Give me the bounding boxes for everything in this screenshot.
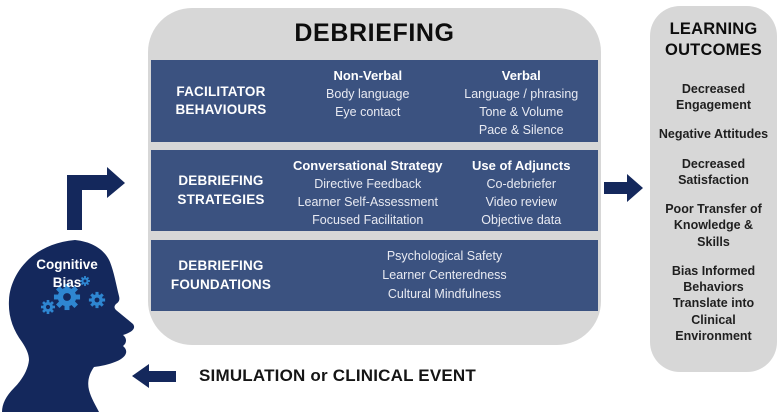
debriefing-strategies-row: DEBRIEFING STRATEGIES Conversational Str… xyxy=(151,150,598,231)
non-verbal-column: Non-Verbal Body language Eye contact xyxy=(291,60,445,142)
outcome-item: Poor Transfer of Knowledge & Skills xyxy=(665,202,762,249)
column-header: Verbal xyxy=(501,68,541,83)
column-item: Co-debriefer xyxy=(486,177,556,192)
debriefing-panel: DEBRIEFING FACILITATOR BEHAVIOURS Non-Ve… xyxy=(148,8,601,345)
facilitator-behaviours-row: FACILITATOR BEHAVIOURS Non-Verbal Body l… xyxy=(151,60,598,142)
learning-outcomes-title: LEARNING OUTCOMES xyxy=(665,20,762,59)
column-item: Tone & Volume xyxy=(479,105,564,120)
column-item: Eye contact xyxy=(335,105,401,120)
outcome-item: Decreased Engagement xyxy=(675,81,751,113)
right-arrow-icon xyxy=(604,174,643,202)
column-header: Use of Adjuncts xyxy=(472,158,571,173)
cognitive-bias-label: Cognitive Bias xyxy=(36,257,98,291)
column-item: Learner Centeredness xyxy=(382,268,507,283)
column-item: Pace & Silence xyxy=(478,122,564,137)
column-header: Non-Verbal xyxy=(333,68,403,83)
elbow-up-right-arrow-icon xyxy=(67,167,125,230)
page-title: DEBRIEFING xyxy=(294,19,455,47)
column-item: Language / phrasing xyxy=(464,87,579,102)
learning-outcomes-panel: LEARNING OUTCOMES Decreased Engagement N… xyxy=(650,6,777,372)
column-item: Focused Facilitation xyxy=(312,212,424,227)
row-label-debriefing-foundations: DEBRIEFING FOUNDATIONS xyxy=(170,258,272,292)
left-arrow-icon xyxy=(132,364,176,388)
column-item: Body language xyxy=(326,87,410,102)
foundations-items: Psychological Safety Learner Centerednes… xyxy=(291,240,598,311)
debriefing-foundations-row: DEBRIEFING FOUNDATIONS Psychological Saf… xyxy=(151,240,598,311)
outcome-item: Bias Informed Behaviors Translate into C… xyxy=(671,263,756,343)
conversational-strategy-column: Conversational Strategy Directive Feedba… xyxy=(291,150,445,231)
column-item: Cultural Mindfulness xyxy=(387,286,502,301)
outcome-item: Negative Attitudes xyxy=(658,127,769,142)
row-label-debriefing-strategies: DEBRIEFING STRATEGIES xyxy=(177,173,265,207)
verbal-column: Verbal Language / phrasing Tone & Volume… xyxy=(445,60,599,142)
head-silhouette xyxy=(2,240,135,412)
row-label-facilitator-behaviours: FACILITATOR BEHAVIOURS xyxy=(175,83,267,117)
use-of-adjuncts-column: Use of Adjuncts Co-debriefer Video revie… xyxy=(445,150,599,231)
column-item: Video review xyxy=(485,195,557,210)
column-item: Directive Feedback xyxy=(314,177,422,192)
column-item: Learner Self-Assessment xyxy=(297,195,438,210)
column-item: Psychological Safety xyxy=(386,249,503,264)
outcome-item: Decreased Satisfaction xyxy=(678,156,749,187)
column-header: Conversational Strategy xyxy=(292,158,443,173)
simulation-event-label: SIMULATION or CLINICAL EVENT xyxy=(199,366,476,385)
column-item: Objective data xyxy=(481,212,562,227)
